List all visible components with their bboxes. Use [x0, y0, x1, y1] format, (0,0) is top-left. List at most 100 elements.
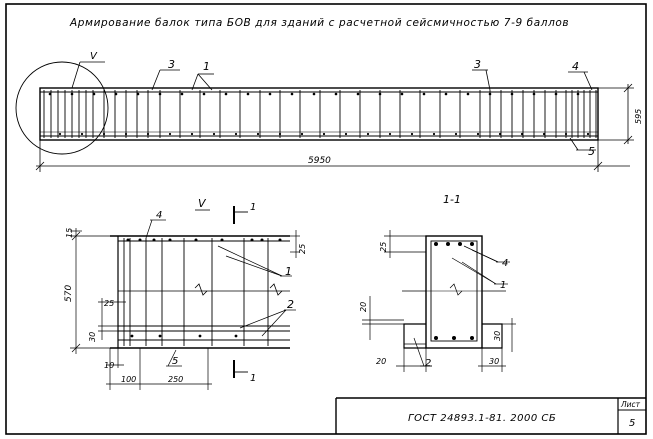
beam-rebar-dot	[532, 92, 536, 96]
beam-rebar-dot	[344, 132, 348, 136]
detail-rebar-dot	[130, 334, 134, 338]
detail-v-dim-25-left: 25	[104, 299, 114, 308]
beam-rebar-dot	[366, 132, 370, 136]
section-dim-30-bottom: 30	[489, 357, 499, 366]
detail-v-callout-5: 5	[172, 356, 178, 367]
section-1-1-drawing	[402, 235, 506, 349]
section-1-1-rebar-dots	[434, 242, 474, 340]
section-callout-1: 1	[500, 280, 506, 291]
section-dim-20-bottom: 20	[376, 357, 386, 366]
beam-rebar-dot	[400, 92, 404, 96]
section-dim-30-right: 30	[493, 331, 502, 341]
detail-v-callouts	[145, 219, 296, 367]
beam-rebar-dot	[234, 132, 238, 136]
beam-rebar-dot	[158, 92, 162, 96]
beam-rebar-dot	[168, 132, 172, 136]
beam-rebar-dot	[124, 132, 128, 136]
beam-rebar-dot	[70, 92, 74, 96]
section-rebar-dot	[446, 242, 450, 246]
beam-rebar-dot	[488, 92, 492, 96]
detail-v-dim-100: 100	[121, 375, 136, 384]
beam-rebar-dot	[510, 92, 514, 96]
detail-rebar-dot	[198, 334, 202, 338]
beam-rebar-dot	[290, 92, 294, 96]
beam-rebar-dot	[212, 132, 216, 136]
beam-rebar-dot	[102, 132, 106, 136]
elevation-callouts	[71, 61, 596, 151]
detail-v-section-mark-top: 1	[250, 202, 256, 213]
detail-v-section-mark-bottom: 1	[250, 373, 256, 384]
detail-v-drawing	[110, 206, 290, 378]
stamp-sheet-number: 5	[629, 418, 635, 429]
beam-rebar-dot	[268, 92, 272, 96]
elevation-detail-mark: V	[90, 51, 98, 62]
sheet-frame	[5, 3, 647, 435]
detail-rebar-dot	[152, 238, 156, 242]
detail-rebar-dot	[250, 238, 254, 242]
elevation-callout-1: 1	[203, 60, 210, 73]
beam-rebar-dot	[576, 92, 580, 96]
beam-rebar-dot	[554, 92, 558, 96]
beam-rebar-dot	[322, 132, 326, 136]
drawing-title: Армирование балок типа БОВ для зданий с …	[69, 17, 569, 29]
beam-rebar-dot	[378, 92, 382, 96]
beam-rebar-dot	[334, 92, 338, 96]
beam-rebar-dot	[136, 92, 140, 96]
elevation-callout-3-right: 3	[474, 58, 481, 71]
detail-rebar-dot	[278, 238, 282, 242]
section-rebar-dot	[458, 242, 462, 246]
beam-rebar-dot	[356, 92, 360, 96]
section-1-1-title: 1-1	[443, 193, 461, 206]
beam-rebar-dot	[454, 132, 458, 136]
beam-rebar-dot	[80, 132, 84, 136]
detail-rebar-dot	[260, 238, 264, 242]
beam-rebar-dot	[190, 132, 194, 136]
detail-rebar-dot	[158, 334, 162, 338]
detail-v-dim-15: 15	[65, 228, 74, 238]
beam-rebar-dot	[114, 92, 118, 96]
detail-v-dim-570: 570	[64, 285, 74, 302]
beam-rebar-dot	[146, 132, 150, 136]
beam-rebar-dot	[180, 92, 184, 96]
beam-elevation	[39, 87, 599, 141]
detail-rebar-dot	[126, 238, 130, 242]
beam-rebar-dot	[278, 132, 282, 136]
beam-rebar-dot	[92, 92, 96, 96]
detail-v-circle	[15, 61, 109, 155]
detail-v-dim-25-right: 25	[298, 244, 307, 254]
beam-rebar-dot	[432, 132, 436, 136]
detail-v-callout-1: 1	[285, 265, 292, 278]
beam-rebar-dot	[498, 132, 502, 136]
beam-rebar-dot	[202, 92, 206, 96]
section-rebar-dot	[452, 336, 456, 340]
beam-rebar-dot	[586, 132, 590, 136]
title-block	[335, 397, 646, 434]
elevation-dimensions	[35, 83, 634, 172]
stamp-sheet-label: Лист	[620, 400, 641, 409]
section-dim-20-left: 20	[359, 302, 368, 312]
section-dim-25: 25	[379, 242, 388, 252]
beam-rebar-dot	[256, 132, 260, 136]
beam-stirrups	[43, 90, 597, 138]
detail-rebar-dot	[168, 238, 172, 242]
detail-v-callout-2: 2	[287, 298, 294, 311]
beam-rebar-dot	[224, 92, 228, 96]
section-rebar-dot	[470, 242, 474, 246]
beam-rebar-dot	[520, 132, 524, 136]
beam-rebar-dot	[542, 132, 546, 136]
beam-rebar-dot	[466, 92, 470, 96]
detail-rebar-dot	[220, 238, 224, 242]
elevation-callout-4: 4	[572, 60, 579, 73]
beam-rebar-dot	[410, 132, 414, 136]
detail-v-dim-250: 250	[168, 375, 183, 384]
section-1-1-callouts	[413, 245, 510, 367]
detail-v-rebar-dots	[126, 238, 282, 338]
section-callout-4: 4	[502, 258, 508, 269]
detail-rebar-dot	[194, 238, 198, 242]
beam-rebar-dot	[388, 132, 392, 136]
detail-rebar-dot	[234, 334, 238, 338]
beam-rebar-dot	[422, 92, 426, 96]
detail-v-dim-30: 30	[88, 332, 97, 342]
beam-rebar-dot	[246, 92, 250, 96]
